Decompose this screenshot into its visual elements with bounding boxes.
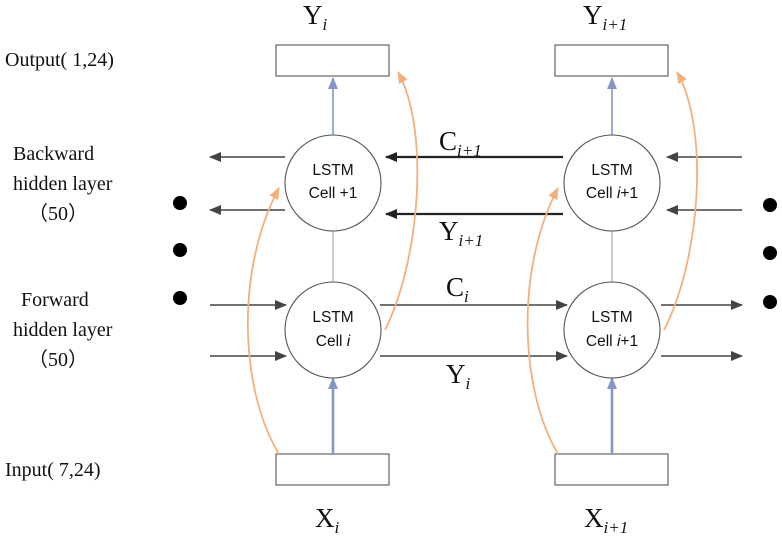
cell-title: LSTM <box>312 162 353 179</box>
forward-hidden-label: Yi <box>446 359 471 393</box>
forward-layer-label-2: hidden layer <box>13 319 113 341</box>
input-to-backward-left-skip-arrow <box>246 187 280 455</box>
lstm-cell-backward-left: LSTM Cell +1 <box>284 134 382 232</box>
backward-layer-label-1: Backward <box>13 143 94 165</box>
ellipsis-dot-left-2 <box>173 243 187 257</box>
cell-subtitle: Cell +1 <box>309 185 358 202</box>
forward-layer-label-3: （50） <box>28 348 88 371</box>
ellipsis-dot-left-3 <box>173 291 187 305</box>
forward-layer-label-1: Forward <box>21 289 89 311</box>
input-label-left: Xi <box>315 503 340 537</box>
cell-title: LSTM <box>591 162 632 179</box>
lstm-cell-backward-right: LSTM Cell i+1 <box>563 134 661 232</box>
ellipsis-dot-left-1 <box>173 196 187 210</box>
output-layer-label: Output( 1,24) <box>5 49 114 71</box>
backward-cell-state-label: Ci+1 <box>439 126 482 160</box>
input-box-right <box>554 453 669 486</box>
lstm-cell-forward-left: LSTM Cell i <box>284 281 382 379</box>
ellipsis-dot-right-3 <box>763 295 777 309</box>
cell-subtitle: Cell i <box>316 333 351 350</box>
forward-right-to-output-skip-arrow <box>663 71 698 331</box>
cell-subtitle: Cell i+1 <box>586 333 638 350</box>
backward-layer-label-2: hidden layer <box>13 173 113 195</box>
output-box-left <box>275 44 390 77</box>
cell-title: LSTM <box>312 309 353 326</box>
forward-cell-state-label: Ci <box>446 272 469 306</box>
backward-layer-label-3: （50） <box>28 202 88 225</box>
ellipsis-dot-right-1 <box>763 198 777 212</box>
input-box-left <box>275 453 390 486</box>
input-layer-label: Input( 7,24) <box>5 459 101 481</box>
backward-hidden-label: Yi+1 <box>439 216 483 250</box>
lstm-cell-forward-right: LSTM Cell i+1 <box>563 281 661 379</box>
input-label-right: Xi+1 <box>584 503 628 537</box>
cell-subtitle: Cell i+1 <box>586 185 638 202</box>
output-box-right <box>554 44 669 77</box>
input-to-backward-right-skip-arrow <box>526 187 559 455</box>
cell-title: LSTM <box>591 309 632 326</box>
forward-left-to-output-skip-arrow <box>384 71 419 331</box>
ellipsis-dot-right-2 <box>763 246 777 260</box>
output-label-left: Yi <box>303 0 328 34</box>
output-label-right: Yi+1 <box>583 0 627 34</box>
